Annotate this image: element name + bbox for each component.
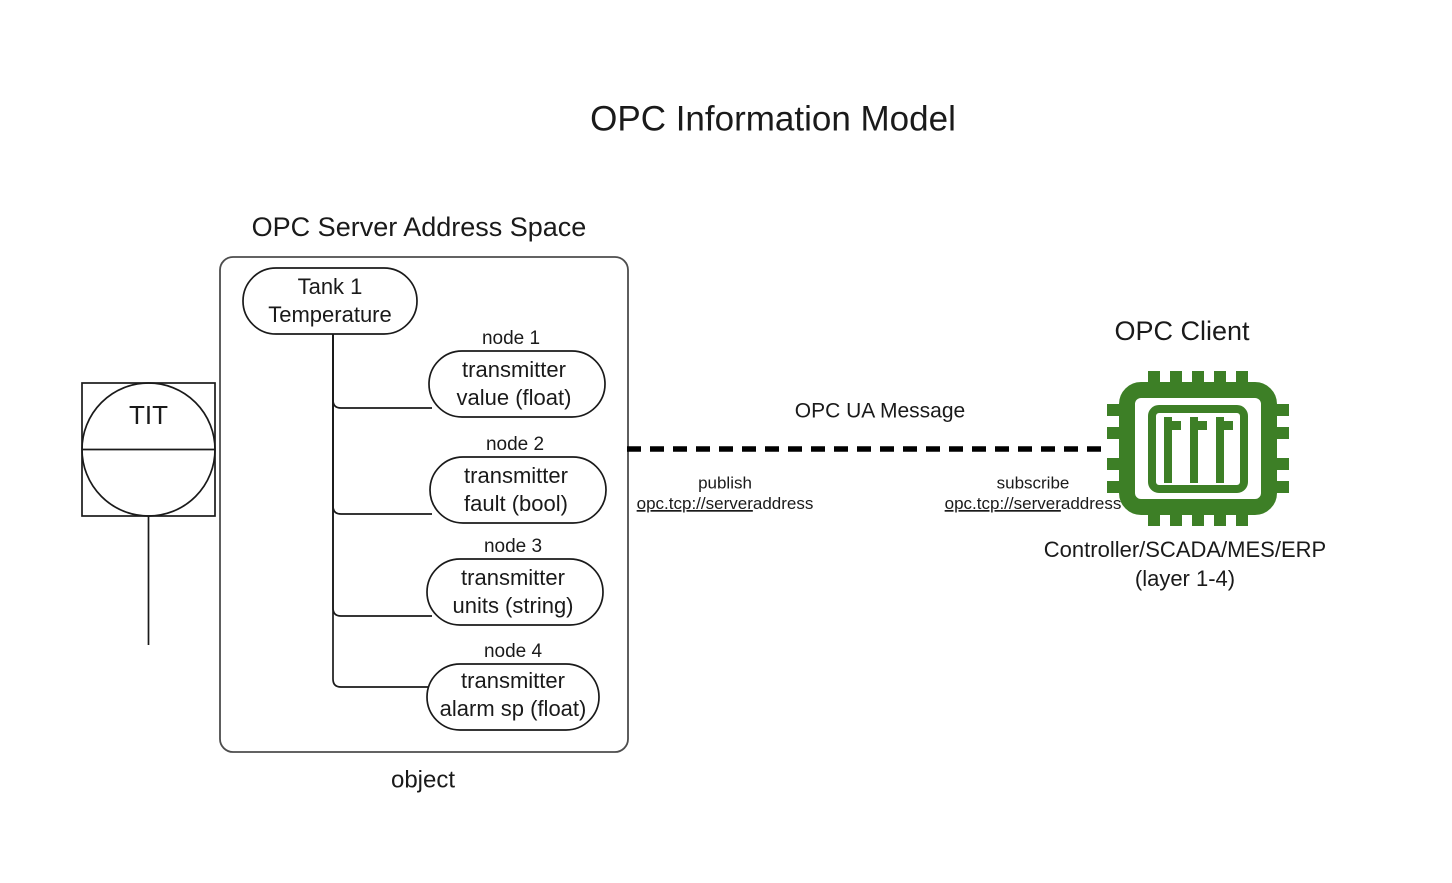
node-1-group[interactable]: node 1 transmitter value (float): [428, 328, 606, 418]
node-1-shape: [428, 350, 606, 418]
chip-body: [1119, 382, 1277, 515]
node-4-line2: alarm sp (float): [440, 696, 587, 721]
instrument-tit-symbol: TIT: [81, 382, 216, 645]
node-4-label: node 4: [484, 641, 543, 662]
instrument-tag: TIT: [129, 400, 168, 430]
subscribe-endpoint-rest: address: [1061, 494, 1121, 513]
node-tank-1-temperature-shape: [242, 267, 418, 335]
node-4-shape: [426, 663, 600, 731]
node-2-label: node 2: [486, 434, 544, 455]
publish-endpoint: opc.tcp://serveraddress: [637, 494, 814, 513]
node-3-line2: units (string): [452, 593, 573, 618]
node-4-group[interactable]: node 4 transmitter alarm sp (float): [426, 641, 600, 731]
node-1-line1: transmitter: [462, 357, 566, 382]
node-3-shape: [426, 558, 604, 626]
tree-branch-node-4: [332, 333, 432, 688]
chip-die: [1148, 405, 1248, 493]
node-2-group[interactable]: node 2 transmitter fault (bool): [429, 434, 607, 524]
chip-notch-1: [1172, 421, 1181, 430]
node-tank-1-temperature-line1: Tank 1: [298, 274, 363, 299]
node-3-group[interactable]: node 3 transmitter units (string): [426, 536, 604, 626]
chip-bar-1: [1164, 417, 1172, 483]
subscribe-endpoint: opc.tcp://serveraddress: [945, 494, 1122, 513]
node-3-line1: transmitter: [461, 565, 565, 590]
chip-bar-3: [1216, 417, 1224, 483]
node-4-line1: transmitter: [461, 668, 565, 693]
opc-client-label: OPC Client: [1114, 316, 1250, 346]
page-title: OPC Information Model: [590, 99, 956, 138]
client-caption-line2: (layer 1-4): [1135, 566, 1235, 591]
subscribe-endpoint-link[interactable]: opc.tcp://server: [945, 494, 1062, 513]
node-2-line1: transmitter: [464, 463, 568, 488]
publish-endpoint-link[interactable]: opc.tcp://server: [637, 494, 754, 513]
server-address-space-label: OPC Server Address Space: [252, 212, 587, 242]
subscribe-action-label: subscribe: [997, 473, 1070, 492]
publish-endpoint-rest: address: [753, 494, 813, 513]
chip-notch-2: [1198, 421, 1207, 430]
node-3-label: node 3: [484, 536, 542, 557]
node-2-line2: fault (bool): [464, 491, 568, 516]
chip-notch-3: [1224, 421, 1233, 430]
node-1-line2: value (float): [457, 385, 572, 410]
node-tank-1-temperature-line2: Temperature: [268, 302, 392, 327]
node-1-label: node 1: [482, 328, 540, 349]
subscribe-endpoint-group: subscribe opc.tcp://serveraddress: [945, 473, 1122, 513]
object-caption: object: [391, 766, 455, 793]
node-2-shape: [429, 456, 607, 524]
opc-ua-message-label: OPC UA Message: [795, 400, 965, 423]
cpu-chip-icon: [1107, 371, 1289, 526]
publish-endpoint-group: publish opc.tcp://serveraddress: [637, 473, 814, 513]
node-tank-1-temperature[interactable]: Tank 1 Temperature: [242, 267, 418, 335]
chip-bar-2: [1190, 417, 1198, 483]
client-caption-line1: Controller/SCADA/MES/ERP: [1044, 537, 1326, 562]
publish-action-label: publish: [698, 473, 752, 492]
